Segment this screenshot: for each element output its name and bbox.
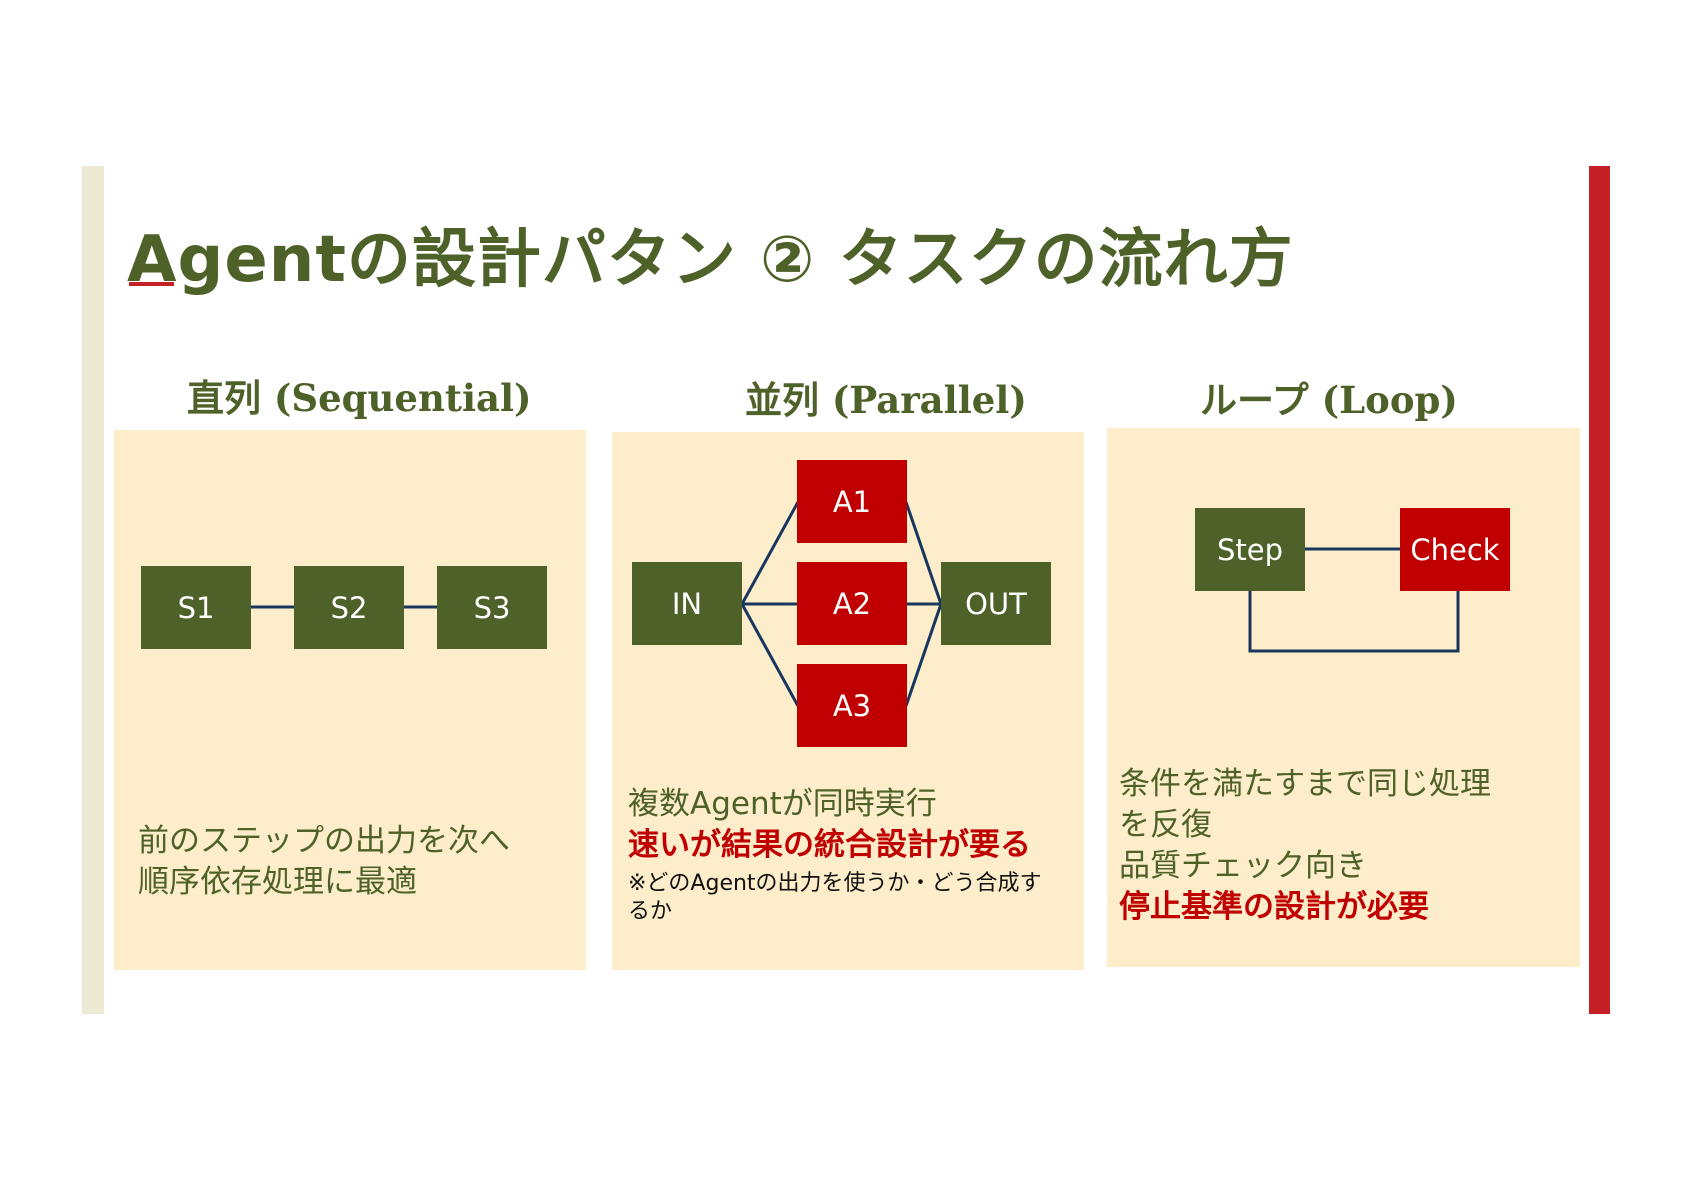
title-underline [129, 282, 174, 286]
loop-heading: ループ (Loop) [1200, 378, 1458, 422]
in-a1-connector [740, 501, 800, 605]
sequential-desc-line: 順序依存処理に最適 [138, 864, 417, 900]
loop-description: 条件を満たすまで同じ処理 を反復 品質チェック向き 停止基準の設計が必要 [1119, 764, 1491, 928]
parallel-desc-line: 複数Agentが同時実行 [628, 786, 937, 822]
sequential-description: 前のステップの出力を次へ 順序依存処理に最適 [138, 821, 510, 903]
node-in: IN [632, 562, 742, 645]
parallel-note-line: るか [628, 899, 673, 924]
node-s2: S2 [294, 566, 404, 649]
node-check: Check [1400, 508, 1510, 591]
sequential-desc-line: 前のステップの出力を次へ [138, 823, 510, 859]
parallel-note-line: ※どのAgentの出力を使うか・どう合成す [628, 871, 1042, 896]
node-a2: A2 [797, 562, 907, 645]
right-accent-bar [1589, 166, 1610, 1014]
node-step: Step [1195, 508, 1305, 591]
parallel-heading: 並列 (Parallel) [745, 378, 1027, 422]
sequential-heading: 直列 (Sequential) [187, 376, 532, 420]
node-s1: S1 [141, 566, 251, 649]
parallel-desc-highlight: 速いが結果の統合設計が要る [628, 827, 1031, 863]
in-a3-connector [740, 603, 800, 707]
node-s3: S3 [437, 566, 547, 649]
a3-out-connector [904, 603, 943, 707]
loop-desc-highlight: 停止基準の設計が必要 [1119, 889, 1429, 925]
parallel-description: 複数Agentが同時実行 速いが結果の統合設計が要る ※どのAgentの出力を使… [628, 784, 1042, 926]
node-a1: A1 [797, 460, 907, 543]
slide-title: Agentの設計パタン ② タスクの流れ方 [127, 223, 1294, 297]
node-a3: A3 [797, 664, 907, 747]
left-accent-bar [82, 166, 104, 1014]
sequential-panel [114, 430, 586, 970]
loop-desc-line: 条件を満たすまで同じ処理 [1119, 766, 1491, 802]
a1-out-connector [904, 501, 943, 605]
loop-desc-line: を反復 [1119, 807, 1212, 843]
loop-desc-line: 品質チェック向き [1119, 848, 1367, 884]
loop-back-connector [1248, 590, 1460, 653]
node-out: OUT [941, 562, 1051, 645]
